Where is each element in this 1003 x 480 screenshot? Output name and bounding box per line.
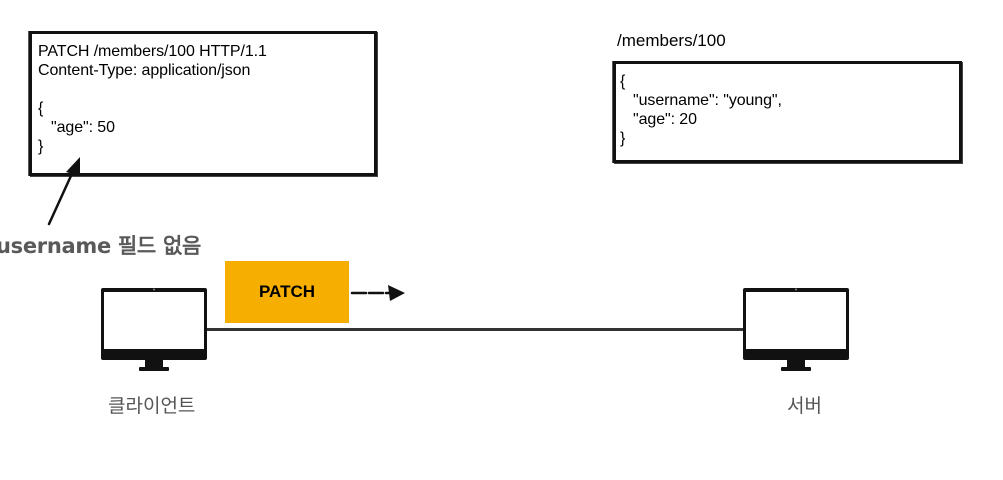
direction-arrowhead — [388, 285, 405, 301]
resource-body-age: "age": 20 — [620, 111, 697, 128]
server-label: 서버 — [787, 395, 822, 417]
content-type-header: Content-Type: application/json — [38, 62, 251, 79]
resource-title: /members/100 — [617, 31, 726, 50]
request-box: PATCH /members/100 HTTP/1.1 Content-Type… — [29, 31, 377, 176]
request-blank-line — [38, 80, 374, 99]
monitor-icon — [99, 286, 209, 372]
resource-body-username: "username": "young", — [620, 92, 782, 109]
resource-body-open: { — [620, 73, 626, 90]
method-box: PATCH — [225, 261, 349, 323]
missing-field-note: username 필드 없음 — [0, 234, 201, 258]
monitor-icon — [741, 286, 851, 372]
resource-box: { "username": "young", "age": 20 } — [613, 61, 962, 163]
client-label: 클라이언트 — [108, 395, 196, 417]
request-body-open: { — [38, 100, 44, 117]
method-label: PATCH — [258, 282, 316, 301]
request-body-close: } — [38, 138, 44, 155]
request-line: PATCH /members/100 HTTP/1.1 — [38, 43, 267, 60]
request-body-age: "age": 50 — [38, 119, 115, 136]
connection-line — [205, 328, 746, 331]
resource-body-close: } — [620, 130, 626, 147]
